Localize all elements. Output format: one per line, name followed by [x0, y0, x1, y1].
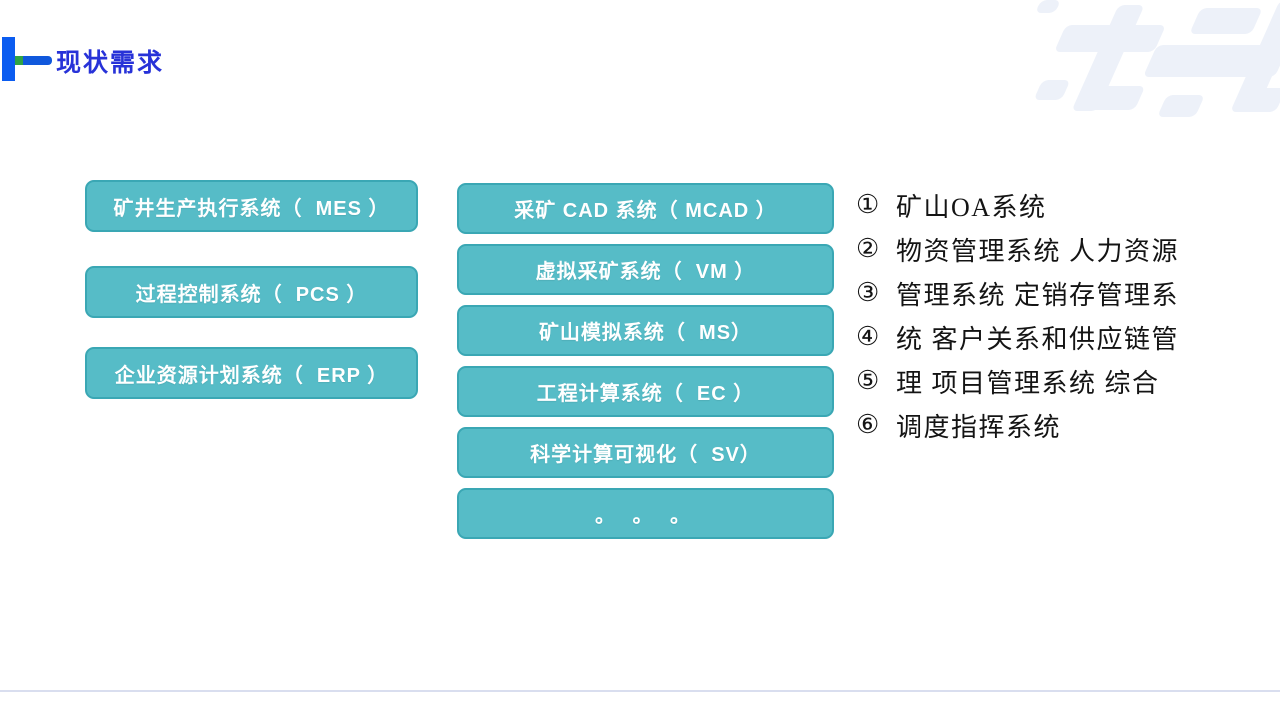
box-ms[interactable]: 矿山模拟系统（ MS）: [457, 305, 834, 356]
list-item-number: ②: [856, 234, 880, 263]
box-mes[interactable]: 矿井生产执行系统（ MES ）: [85, 180, 418, 232]
list-item-number: ③: [856, 278, 880, 307]
title-green-square: [15, 56, 23, 65]
list-item: ② 物资管理系统 人力资源: [856, 227, 1216, 271]
box-mcad[interactable]: 采矿 CAD 系统（ MCAD ）: [457, 183, 834, 234]
page-title: 现状需求: [56, 50, 165, 77]
list-item-text: 统 客户关系和供应链管: [896, 324, 1180, 354]
deco-shape: [1033, 80, 1071, 100]
list-item-number: ⑤: [856, 366, 880, 395]
list-item: ① 矿山OA系统: [856, 183, 1216, 227]
list-item-text: 矿山OA系统: [896, 192, 1047, 222]
box-sv[interactable]: 科学计算可视化（ SV）: [457, 427, 834, 478]
title-accent-bar: [2, 37, 15, 81]
list-item-number: ④: [856, 322, 880, 351]
deco-shape: [1189, 8, 1263, 34]
box-pcs[interactable]: 过程控制系统（ PCS ）: [85, 266, 418, 318]
hash-pattern-decoration: [1020, 0, 1280, 140]
list-item: ③ 管理系统 定销存管理系: [856, 271, 1216, 315]
bottom-divider: [0, 690, 1280, 692]
box-erp[interactable]: 企业资源计划系统（ ERP ）: [85, 347, 418, 399]
list-item-text: 调度指挥系统: [896, 412, 1062, 442]
list-item: ⑤ 理 项目管理系统 综合: [856, 359, 1216, 403]
box-ellipsis[interactable]: 。 。 。: [457, 488, 834, 539]
list-item-text: 管理系统 定销存管理系: [896, 280, 1180, 310]
list-item-number: ①: [856, 190, 880, 219]
box-vm[interactable]: 虚拟采矿系统（ VM ）: [457, 244, 834, 295]
list-item-text: 物资管理系统 人力资源: [896, 236, 1180, 266]
list-item-text: 理 项目管理系统 综合: [896, 368, 1160, 398]
list-item: ④ 统 客户关系和供应链管: [856, 315, 1216, 359]
deco-shape: [1072, 86, 1146, 110]
list-item-number: ⑥: [856, 410, 880, 439]
title-dash-bar: [23, 56, 52, 65]
box-ec[interactable]: 工程计算系统（ EC ）: [457, 366, 834, 417]
list-item: ⑥ 调度指挥系统: [856, 403, 1216, 447]
numbered-system-list: ① 矿山OA系统 ② 物资管理系统 人力资源 ③ 管理系统 定销存管理系 ④ 统…: [856, 183, 1216, 447]
deco-shape: [1035, 0, 1061, 13]
deco-shape: [1157, 95, 1205, 117]
